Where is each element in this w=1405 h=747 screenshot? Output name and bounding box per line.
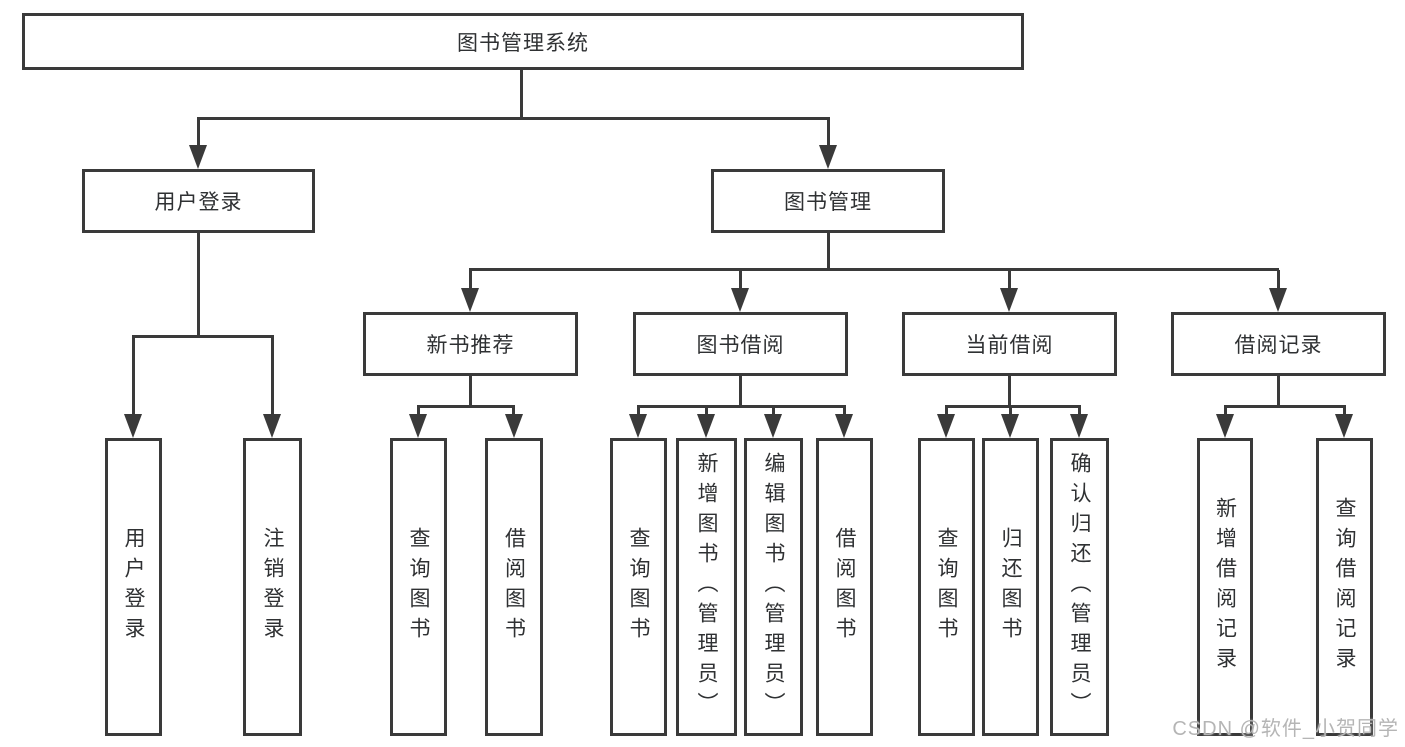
- connector-line: [1224, 405, 1227, 417]
- connector-line: [637, 405, 846, 408]
- arrow-down-icon: [835, 414, 853, 438]
- arrow-down-icon: [629, 414, 647, 438]
- connector-line: [197, 117, 830, 120]
- arrow-down-icon: [409, 414, 427, 438]
- connector-line: [197, 118, 200, 148]
- node-label: 图书借阅: [696, 334, 785, 357]
- arrow-down-icon: [731, 288, 749, 312]
- connector-line: [132, 335, 135, 415]
- node-label: 借阅记录: [1234, 334, 1323, 357]
- node-book-management: 图书管理: [711, 169, 945, 233]
- arrow-down-icon: [1000, 288, 1018, 312]
- arrow-down-icon: [263, 414, 281, 438]
- node-label: 新书推荐: [426, 334, 515, 357]
- node-root: 图书管理系统: [22, 13, 1024, 70]
- node-book-borrow: 图书借阅: [633, 312, 848, 376]
- leaf-label: 新增图书（管理员）: [695, 452, 718, 722]
- connector-line: [132, 335, 274, 338]
- arrow-down-icon: [505, 414, 523, 438]
- arrow-down-icon: [937, 414, 955, 438]
- watermark: CSDN @软件_小贺同学: [1172, 718, 1399, 740]
- leaf-label: 借阅图书: [833, 527, 856, 647]
- leaf-add-book-admin: 新增图书（管理员）: [676, 438, 737, 736]
- leaf-label: 查询图书: [407, 527, 430, 647]
- connector-line: [1009, 405, 1012, 417]
- node-user-login: 用户登录: [82, 169, 315, 233]
- leaf-label: 查询图书: [627, 527, 650, 647]
- connector-line: [512, 405, 515, 417]
- leaf-label: 借阅图书: [502, 527, 526, 647]
- arrow-down-icon: [461, 288, 479, 312]
- connector-line: [739, 376, 742, 408]
- leaf-label: 查询图书: [935, 527, 958, 647]
- connector-line: [1224, 405, 1346, 408]
- node-root-label: 图书管理系统: [457, 31, 589, 55]
- connector-line: [417, 405, 515, 408]
- leaf-label: 用户登录: [122, 527, 145, 647]
- leaf-borrow-book-recommend: 借阅图书: [485, 438, 543, 736]
- leaf-add-borrow-record: 新增借阅记录: [1197, 438, 1253, 736]
- leaf-query-book-borrow: 查询图书: [610, 438, 667, 736]
- leaf-return-book: 归还图书: [982, 438, 1039, 736]
- connector-line: [1078, 405, 1081, 417]
- leaf-logout: 注销登录: [243, 438, 302, 736]
- connector-line: [520, 70, 523, 118]
- connector-line: [705, 405, 708, 417]
- connector-line: [1008, 270, 1011, 290]
- connector-line: [1343, 405, 1346, 417]
- leaf-confirm-return-admin: 确认归还（管理员）: [1050, 438, 1109, 736]
- connector-line: [772, 405, 775, 417]
- leaf-label: 查询借阅记录: [1333, 497, 1356, 677]
- node-label: 当前借阅: [965, 334, 1054, 357]
- connector-line: [469, 270, 472, 290]
- connector-line: [469, 376, 472, 408]
- arrow-down-icon: [1001, 414, 1019, 438]
- node-label: 用户登录: [154, 191, 243, 214]
- leaf-query-borrow-record: 查询借阅记录: [1316, 438, 1373, 736]
- node-current-borrow: 当前借阅: [902, 312, 1117, 376]
- node-new-book-recommend: 新书推荐: [363, 312, 578, 376]
- arrow-down-icon: [189, 145, 207, 169]
- connector-line: [1277, 270, 1280, 290]
- arrow-down-icon: [1335, 414, 1353, 438]
- arrow-down-icon: [697, 414, 715, 438]
- leaf-query-book-current: 查询图书: [918, 438, 975, 736]
- leaf-label: 确认归还（管理员）: [1068, 452, 1091, 722]
- node-label: 图书管理: [784, 191, 872, 214]
- leaf-label: 注销登录: [261, 527, 284, 647]
- leaf-label: 编辑图书（管理员）: [762, 452, 785, 722]
- leaf-user-login: 用户登录: [105, 438, 162, 736]
- leaf-label: 新增借阅记录: [1213, 497, 1237, 677]
- connector-line: [637, 405, 640, 417]
- leaf-label: 归还图书: [999, 527, 1022, 647]
- connector-line: [1008, 376, 1011, 408]
- connector-line: [945, 405, 948, 417]
- arrow-down-icon: [124, 414, 142, 438]
- connector-line: [417, 405, 420, 417]
- connector-line: [1277, 376, 1280, 408]
- node-borrow-record: 借阅记录: [1171, 312, 1386, 376]
- leaf-query-book-recommend: 查询图书: [390, 438, 447, 736]
- arrow-down-icon: [819, 145, 837, 169]
- arrow-down-icon: [764, 414, 782, 438]
- arrow-down-icon: [1269, 288, 1287, 312]
- connector-line: [843, 405, 846, 417]
- connector-line: [469, 268, 1279, 271]
- connector-line: [271, 335, 274, 415]
- connector-line: [827, 118, 830, 148]
- arrow-down-icon: [1070, 414, 1088, 438]
- leaf-borrow-book: 借阅图书: [816, 438, 873, 736]
- arrow-down-icon: [1216, 414, 1234, 438]
- connector-line: [739, 270, 742, 290]
- connector-line: [827, 233, 830, 271]
- connector-line: [945, 405, 1081, 408]
- leaf-edit-book-admin: 编辑图书（管理员）: [744, 438, 803, 736]
- connector-line: [197, 233, 200, 337]
